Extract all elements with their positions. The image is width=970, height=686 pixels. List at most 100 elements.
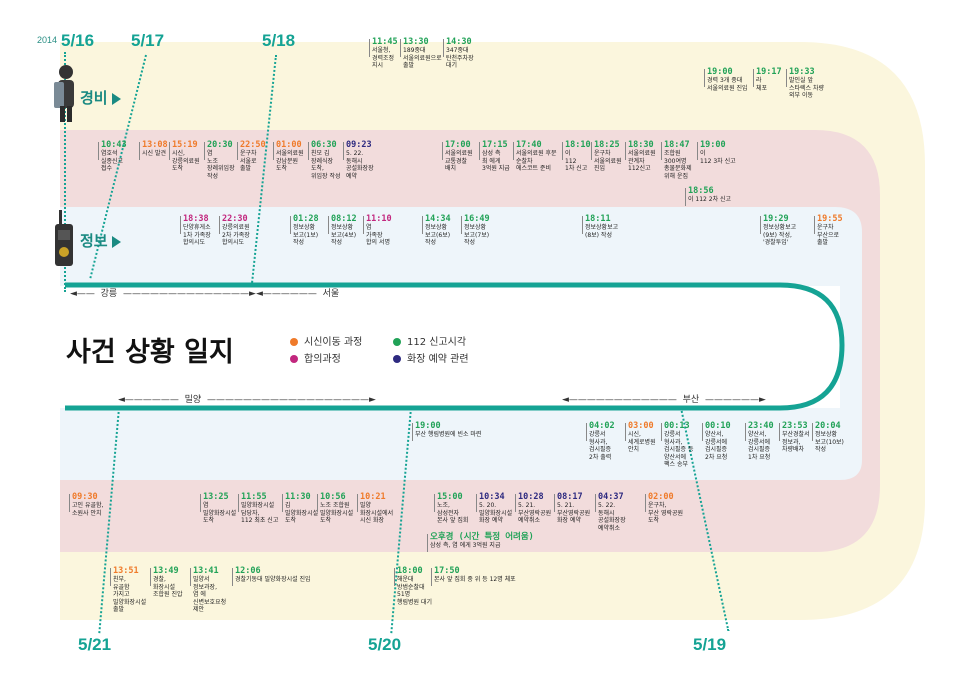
- event-time: 19:00: [415, 421, 441, 431]
- event-description: 운구차, 부산 영락공원 도착: [648, 502, 684, 525]
- event-description: 라 체포: [756, 77, 768, 92]
- event-time: 10:56: [320, 492, 346, 502]
- event-tick: [661, 423, 662, 441]
- event-time: 18:25: [594, 140, 620, 150]
- date-5-20: 5/20: [368, 635, 402, 654]
- event-time: 18:11: [585, 214, 611, 224]
- event-time: 19:00: [707, 67, 733, 77]
- event-tick: [308, 142, 309, 160]
- event-time: 11:55: [241, 492, 267, 502]
- event-time: 04:02: [589, 421, 615, 431]
- event-description: 염 밀양화장시설 도착: [203, 502, 237, 525]
- event-description: 밀양서 정보과장, 염 에 신변보호요청 제안: [193, 576, 227, 614]
- event-description: 정보상황보고 (8보) 작성: [585, 224, 619, 239]
- event-description: 강릉서 형사과, 검시필증 등 양산서에 팩스 송부: [664, 431, 694, 469]
- event-time: 13:25: [203, 492, 229, 502]
- event-time: 01:28: [293, 214, 319, 224]
- event-time: 17:15: [482, 140, 508, 150]
- event-description: 정보상황 보고(10보) 작성: [815, 431, 844, 454]
- event-description: 서울의료원 관계자 112신고: [628, 150, 656, 173]
- section-guard: 경비: [80, 87, 121, 108]
- event-description: 밀양 화장시설에서 시신 화장: [360, 502, 394, 525]
- event-time: 14:30: [446, 37, 472, 47]
- event-time: 18:47: [664, 140, 690, 150]
- section-info: 정보: [80, 230, 121, 251]
- event-time: 10:21: [360, 492, 386, 502]
- riot-police-icon: [54, 65, 74, 122]
- event-time: 13:30: [403, 37, 429, 47]
- event-time: 18:56: [688, 186, 714, 196]
- event-time: 12:06: [235, 566, 261, 576]
- walkie-talkie-icon: [55, 210, 73, 266]
- event-tick: [625, 142, 626, 160]
- event-tick: [363, 216, 364, 234]
- event-time: 18:30: [628, 140, 654, 150]
- event-tick: [357, 494, 358, 512]
- event-description: 강릉서 형사과, 검시필증 2차 출력: [589, 431, 612, 461]
- event-description: 189중대 서울의료원으로 출발: [403, 47, 442, 70]
- event-description: 삼성 측, 염 에게 3억원 지급: [430, 542, 501, 549]
- event-tick: [434, 494, 435, 512]
- event-tick: [479, 142, 480, 160]
- event-tick: [431, 568, 432, 586]
- event-description: 조합원 300여명 총물문화제 위해 운집: [664, 150, 692, 180]
- event-time: 18:00: [397, 566, 423, 576]
- event-description: 양산서, 강릉서에 검시필증 1차 요청: [748, 431, 771, 461]
- event-tick: [237, 142, 238, 160]
- date-5-17: 5/17: [131, 31, 165, 50]
- event-description: 부산경찰서 정보과, 차량배차: [782, 431, 810, 454]
- event-tick: [190, 568, 191, 586]
- event-time: 13:41: [193, 566, 219, 576]
- event-time: 01:00: [276, 140, 302, 150]
- date-line-5-16: [64, 52, 66, 292]
- event-description: 5. 22. 동해시 공설화장장 예약취소: [598, 502, 626, 532]
- event-time: 10:28: [518, 492, 544, 502]
- event-time: 17:00: [445, 140, 471, 150]
- date-5-18: 5/18: [262, 31, 296, 50]
- event-tick: [812, 423, 813, 441]
- event-time: 09:30: [72, 492, 98, 502]
- event-tick: [513, 142, 514, 160]
- event-description: 강릉의료원 2차 가족장 합의시도: [222, 224, 250, 247]
- event-tick: [685, 188, 686, 206]
- event-tick: [200, 494, 201, 512]
- event-description: 정보상황 보고(1보) 작성: [293, 224, 319, 247]
- track-line: [65, 282, 845, 411]
- event-time: 19:55: [817, 214, 843, 224]
- event-description: 5. 20. 밀양화장시설 화장 예약: [479, 502, 513, 525]
- event-time: 15:00: [437, 492, 463, 502]
- event-tick: [282, 494, 283, 512]
- event-time: 20:30: [207, 140, 233, 150]
- event-time: 18:10: [565, 140, 591, 150]
- event-tick: [476, 494, 477, 512]
- legend-item-112: 112 신고시각: [393, 333, 466, 348]
- event-time: 02:00: [648, 492, 674, 502]
- event-description: 경력 3개 중대 서울의료원 진입: [707, 77, 748, 92]
- event-time: 00:13: [664, 421, 690, 431]
- event-tick: [661, 142, 662, 160]
- event-time: 19:29: [763, 214, 789, 224]
